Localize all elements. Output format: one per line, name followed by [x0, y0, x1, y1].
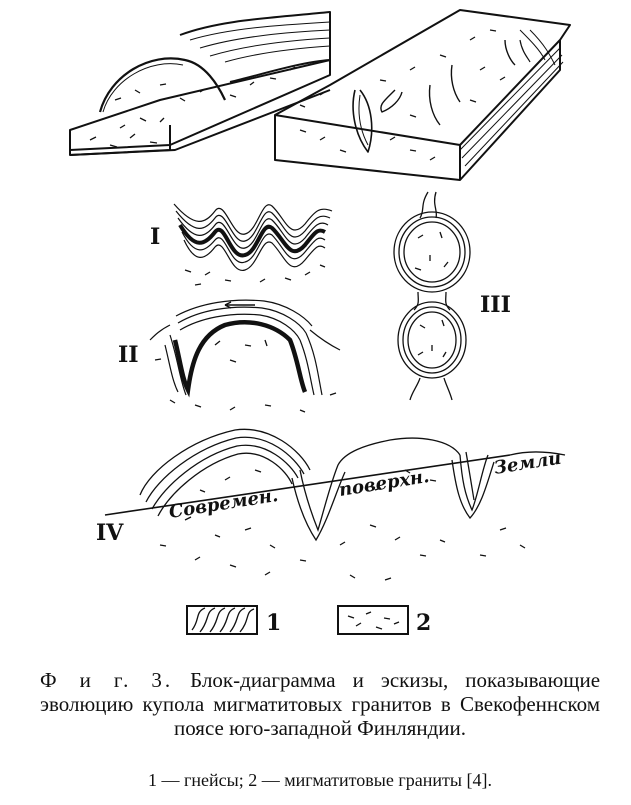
caption-text: Блок-диаграмма и эскизы, показывающие эв…	[40, 668, 601, 740]
block-diagram	[69, 9, 571, 181]
legend-number-2: 2	[416, 610, 431, 636]
stage-label-III: III	[480, 292, 511, 318]
sketch-III	[393, 191, 471, 401]
sketch-IV	[104, 428, 566, 581]
legend-item-granite: 2	[337, 605, 431, 636]
sketch-II	[149, 299, 341, 413]
figure-caption: Ф и г. 3. Блок-диаграмма и эскизы, показ…	[40, 668, 600, 740]
sketch-I	[173, 203, 333, 286]
legend-item-gneiss: 1	[186, 605, 281, 636]
legend-number-1: 1	[266, 610, 281, 636]
surface-word-1: Современ.	[167, 485, 279, 523]
stage-label-II: II	[118, 342, 139, 368]
surface-word-3: Земли	[492, 448, 562, 479]
stage-label-I: I	[150, 224, 160, 250]
surface-word-2: поверхн.	[337, 466, 430, 501]
caption-label: Ф и г. 3.	[40, 668, 174, 692]
legend-text: 1 — гнейсы; 2 — мигматитовые граниты [4]…	[148, 770, 492, 790]
stage-label-IV: IV	[96, 520, 124, 546]
